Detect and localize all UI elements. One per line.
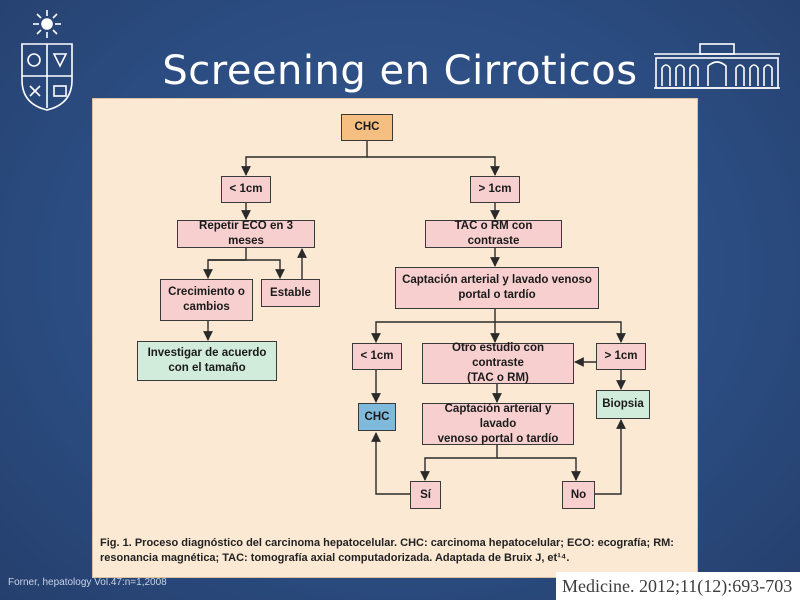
university-crest-logo [21,10,73,111]
edge-chc-lt1 [241,140,368,176]
node-lt1-top: < 1cm [221,176,271,203]
edge-si-chc [371,432,410,495]
node-no: No [562,481,595,509]
edge-no-biopsia [594,419,626,495]
figure-panel [92,98,698,578]
university-building-logo [654,43,780,89]
node-chc-top: CHC [341,114,393,141]
node-estable: Estable [261,279,320,307]
node-crecimiento: Crecimiento o cambios [160,279,253,321]
figure-caption: Fig. 1. Proceso diagnóstico del carcinom… [100,537,674,564]
node-investigar: Investigar de acuerdo con el tamaño [137,341,277,381]
source-citation-left: Forner, hepatology Vol.47:n=1,2008 [8,577,167,588]
edge-repetir-crecimiento [203,248,247,279]
edge-chc-gt1 [367,156,500,176]
node-lt1-mid: < 1cm [352,343,402,370]
node-tac-rm: TAC o RM con contraste [425,220,562,248]
slide-title: Screening en Cirroticos [162,48,638,94]
node-repetir-eco: Repetir ECO en 3 meses [177,220,315,248]
edge-captacion1-lt1 [371,309,496,343]
node-si: Sí [410,481,441,509]
edge-captacion1-gt1 [495,321,626,343]
node-otro-estudio: Otro estudio con contraste (TAC o RM) [422,342,574,384]
source-citation-right: Medicine. 2012;11(12):693-703 [556,572,800,600]
node-captacion-2: Captación arterial y lavado venoso porta… [422,403,574,445]
node-captacion-1: Captación arterial y lavado venoso porta… [395,267,599,309]
node-gt1-top: > 1cm [470,176,520,203]
node-biopsia: Biopsia [596,390,650,419]
edge-repetir-estable [208,259,285,279]
edge-captacion2-no [497,457,581,481]
node-chc-bottom: CHC [358,403,396,431]
node-gt1-mid: > 1cm [596,343,646,370]
edge-captacion2-si [420,445,498,481]
